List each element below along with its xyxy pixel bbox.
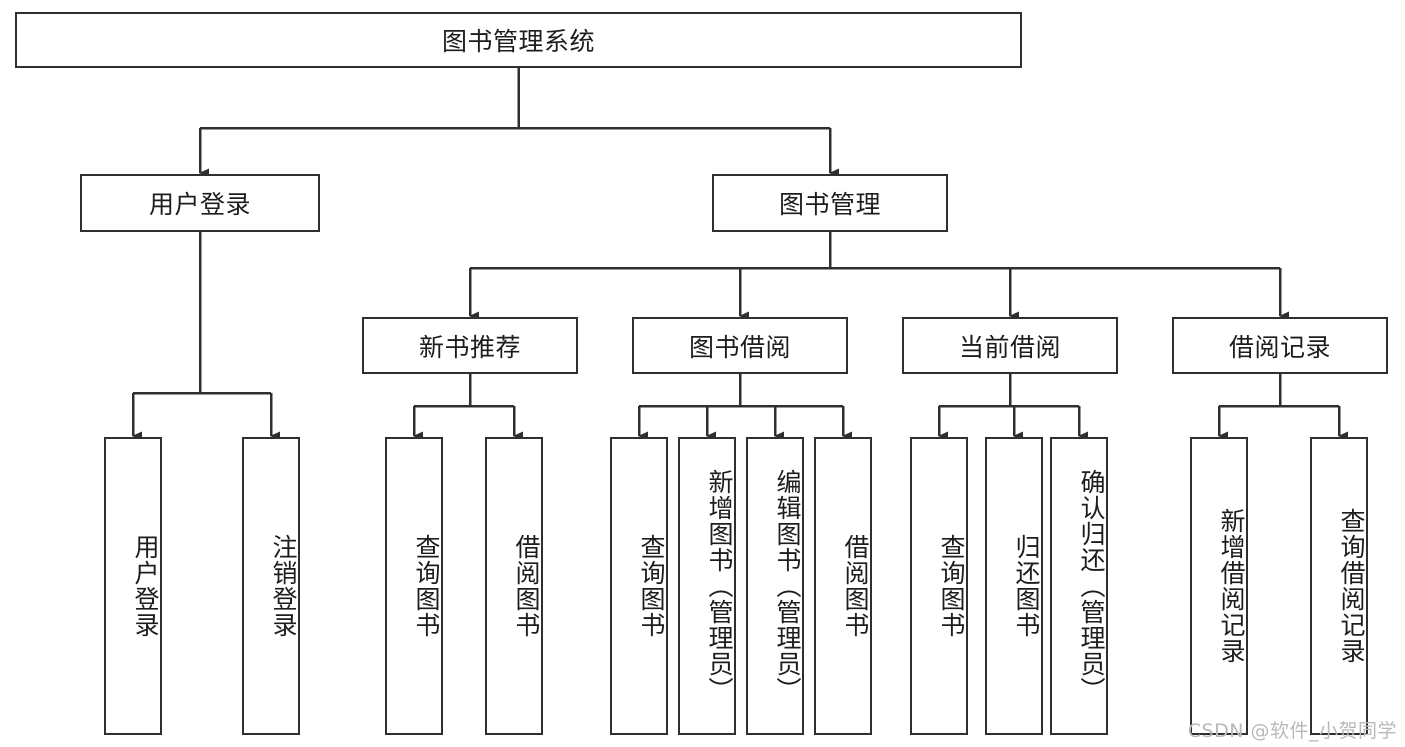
node-label-current-borrow: 当前借阅	[958, 332, 1061, 362]
node-label-user-login: 用户登录	[148, 190, 251, 219]
node-label-leaf-bb-add: 新增图书（管理员）	[705, 469, 734, 703]
watermark-credit: CSDN @软件_小贺同学	[1187, 720, 1397, 742]
node-label-book-admin: 图书管理	[778, 190, 881, 219]
node-leaf-br-query[interactable]: 查询借阅记录	[1310, 437, 1368, 735]
node-root[interactable]: 图书管理系统	[15, 12, 1022, 68]
node-label-leaf-bb-borrow: 借阅图书	[841, 534, 870, 638]
node-new-book-rec[interactable]: 新书推荐	[362, 317, 578, 374]
node-label-borrow-record: 借阅记录	[1228, 332, 1331, 362]
node-leaf-user-logout[interactable]: 注销登录	[242, 437, 300, 735]
node-label-leaf-cb-query: 查询图书	[937, 534, 966, 638]
node-label-leaf-user-login: 用户登录	[131, 534, 160, 638]
node-label-leaf-rec-query: 查询图书	[412, 534, 441, 638]
node-label-new-book-rec: 新书推荐	[418, 332, 521, 362]
node-leaf-bb-borrow[interactable]: 借阅图书	[814, 437, 872, 735]
node-user-login[interactable]: 用户登录	[80, 174, 320, 232]
node-leaf-rec-query[interactable]: 查询图书	[385, 437, 443, 735]
node-label-leaf-br-query: 查询借阅记录	[1337, 508, 1366, 664]
node-current-borrow[interactable]: 当前借阅	[902, 317, 1118, 374]
node-leaf-br-add[interactable]: 新增借阅记录	[1190, 437, 1248, 735]
node-leaf-user-login[interactable]: 用户登录	[104, 437, 162, 735]
node-book-borrow[interactable]: 图书借阅	[632, 317, 848, 374]
node-borrow-record[interactable]: 借阅记录	[1172, 317, 1388, 374]
node-leaf-cb-query[interactable]: 查询图书	[910, 437, 968, 735]
edge-paths	[131, 68, 1348, 441]
node-label-book-borrow: 图书借阅	[688, 332, 791, 362]
node-leaf-rec-borrow[interactable]: 借阅图书	[485, 437, 543, 735]
node-label-root: 图书管理系统	[441, 27, 595, 56]
node-leaf-bb-edit[interactable]: 编辑图书（管理员）	[746, 437, 804, 735]
node-label-leaf-br-add: 新增借阅记录	[1217, 508, 1246, 664]
node-label-leaf-bb-edit: 编辑图书（管理员）	[773, 469, 802, 703]
node-leaf-cb-confirm[interactable]: 确认归还（管理员）	[1050, 437, 1108, 735]
node-leaf-bb-add[interactable]: 新增图书（管理员）	[678, 437, 736, 735]
node-label-leaf-cb-return: 归还图书	[1012, 534, 1041, 638]
node-label-leaf-cb-confirm: 确认归还（管理员）	[1077, 469, 1106, 703]
node-leaf-cb-return[interactable]: 归还图书	[985, 437, 1043, 735]
node-label-leaf-user-logout: 注销登录	[269, 534, 298, 638]
node-label-leaf-bb-query: 查询图书	[637, 534, 666, 638]
node-leaf-bb-query[interactable]: 查询图书	[610, 437, 668, 735]
node-book-admin[interactable]: 图书管理	[712, 174, 948, 232]
node-label-leaf-rec-borrow: 借阅图书	[512, 534, 541, 638]
